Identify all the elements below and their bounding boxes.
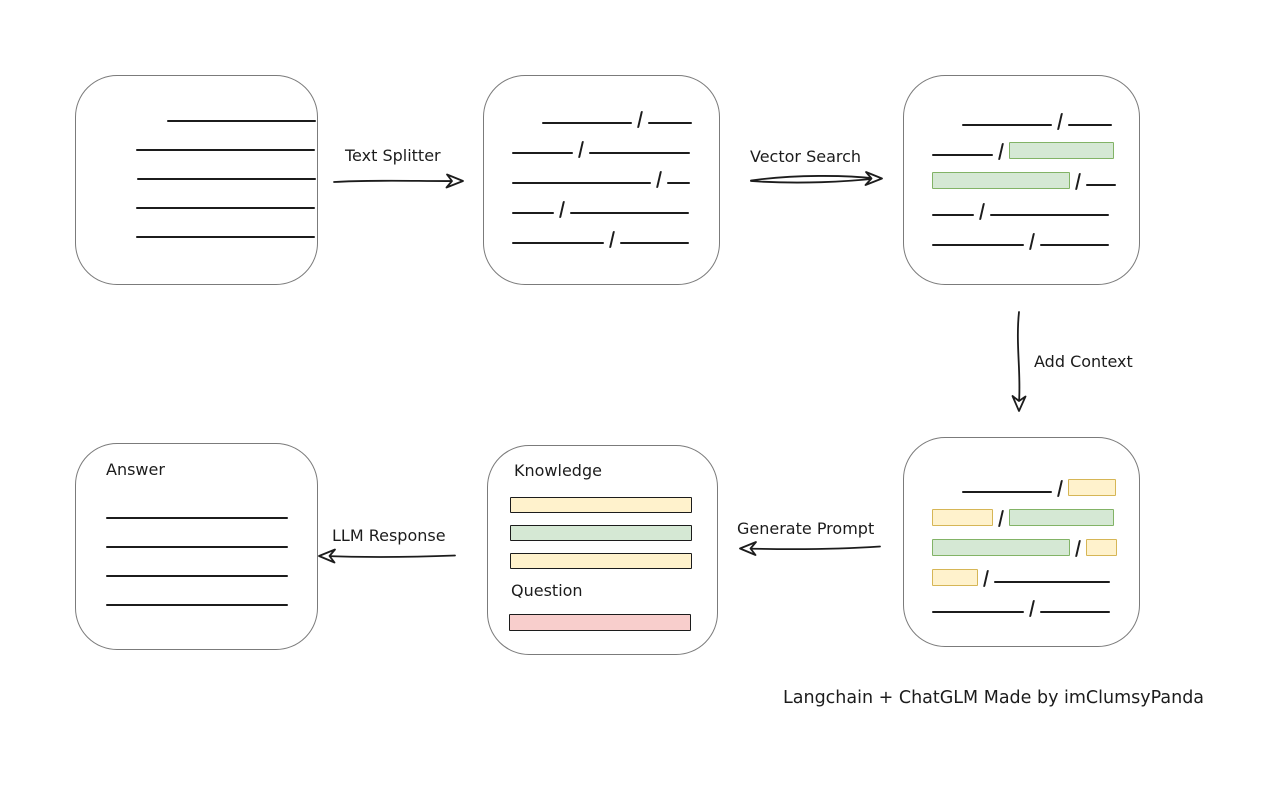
- green-knowledge-bar: [510, 525, 692, 541]
- yellow-highlight-segment: [932, 509, 993, 526]
- answer-lines: [106, 517, 288, 633]
- text-line-segment: [994, 581, 1111, 583]
- node-context-chunks[interactable]: [903, 437, 1140, 647]
- arrow-llm-response[interactable]: [318, 548, 456, 564]
- text-line: [167, 120, 316, 122]
- text-line-segment: [932, 611, 1024, 613]
- text-splitter-label: Text Splitter: [345, 146, 441, 165]
- add-context-label: Add Context: [1034, 352, 1133, 371]
- green-highlight-segment: [1009, 509, 1115, 526]
- text-line-segment: [990, 214, 1110, 216]
- chunk-rows: [932, 463, 1118, 617]
- text-line-segment: [512, 212, 554, 214]
- llm-response-label: LLM Response: [332, 526, 446, 545]
- chunk-rows: [932, 96, 1117, 250]
- text-line-segment: [932, 214, 974, 216]
- text-line-segment: [1086, 184, 1117, 186]
- question-bar: [509, 614, 691, 631]
- text-line-segment: [542, 122, 632, 124]
- text-line-segment: [570, 212, 690, 214]
- knowledge-label: Knowledge: [514, 461, 602, 480]
- text-line: [106, 546, 288, 548]
- arrow-generate-prompt[interactable]: [739, 541, 881, 556]
- generate-prompt-label: Generate Prompt: [737, 519, 875, 538]
- text-line: [136, 236, 315, 238]
- green-highlight-segment: [932, 539, 1070, 556]
- text-line-segment: [1068, 124, 1113, 126]
- text-line-segment: [512, 182, 651, 184]
- chunk-row: [932, 553, 1117, 587]
- answer-label: Answer: [106, 460, 165, 479]
- chunk-row: [512, 154, 692, 188]
- text-line: [136, 149, 315, 151]
- node-matched-chunks[interactable]: [903, 75, 1140, 285]
- document-lines: [106, 120, 316, 265]
- text-line-segment: [667, 182, 691, 184]
- text-line: [137, 178, 316, 180]
- yellow-knowledge-bar: [510, 553, 692, 569]
- text-line-segment: [512, 152, 573, 154]
- vector-search-label: Vector Search: [750, 147, 862, 166]
- node-answer[interactable]: Answer: [75, 443, 318, 650]
- diagram-caption: Langchain + ChatGLM Made by imClumsyPand…: [783, 688, 1205, 708]
- node-source-document[interactable]: [75, 75, 318, 285]
- chunk-row: [932, 216, 1116, 250]
- chunk-row: [512, 184, 692, 218]
- text-line-segment: [962, 124, 1052, 126]
- arrow-text-splitter[interactable]: [333, 173, 464, 189]
- chunk-row: [932, 583, 1117, 617]
- text-line-segment: [932, 154, 993, 156]
- chunk-row: [932, 126, 1116, 160]
- node-prompt[interactable]: Knowledge Question: [487, 445, 718, 655]
- green-highlight-segment: [932, 172, 1070, 189]
- chunk-row: [512, 124, 692, 158]
- chunk-row: [932, 493, 1117, 527]
- green-highlight-segment: [1009, 142, 1115, 159]
- text-line: [136, 207, 315, 209]
- text-line: [106, 575, 288, 577]
- chunk-row: [542, 94, 693, 128]
- arrow-vector-search[interactable]: [750, 171, 883, 186]
- text-line-segment: [1040, 244, 1110, 246]
- chunk-row: [932, 156, 1117, 190]
- text-line-segment: [1040, 611, 1111, 613]
- text-line-segment: [648, 122, 693, 124]
- arrow-add-context[interactable]: [1011, 311, 1027, 412]
- question-label: Question: [511, 581, 583, 600]
- chunk-row: [512, 214, 692, 248]
- chunk-row: [932, 523, 1118, 557]
- yellow-highlight-segment: [1068, 479, 1117, 496]
- text-line-segment: [962, 491, 1052, 493]
- text-line-segment: [620, 242, 690, 244]
- chunk-row: [962, 96, 1116, 130]
- yellow-highlight-segment: [1086, 539, 1118, 556]
- text-line: [106, 517, 288, 519]
- text-line-segment: [589, 152, 691, 154]
- yellow-highlight-segment: [932, 569, 978, 586]
- chunk-row: [932, 186, 1116, 220]
- node-text-chunks[interactable]: [483, 75, 720, 285]
- chunk-rows: [512, 94, 693, 248]
- chunk-row: [962, 463, 1117, 497]
- text-line-segment: [932, 244, 1024, 246]
- yellow-knowledge-bar: [510, 497, 692, 513]
- text-line: [106, 604, 288, 606]
- knowledge-bars: [510, 497, 692, 569]
- text-line-segment: [512, 242, 604, 244]
